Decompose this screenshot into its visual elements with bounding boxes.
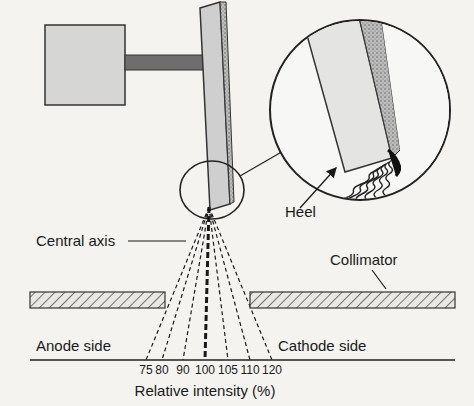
scale-number: 100 [195, 364, 215, 377]
focal-region-circle [180, 161, 244, 219]
collimator-leader [372, 270, 386, 289]
tube-housing [45, 25, 125, 105]
x-ray-wave [322, 170, 377, 219]
part-label: Heel [285, 204, 316, 221]
focal-spot [388, 150, 400, 176]
zoom-leader [240, 150, 285, 176]
scale-number: 75 [139, 364, 152, 377]
heel-leader [300, 168, 336, 208]
scale-number: 120 [262, 364, 282, 377]
axis-leader [128, 240, 186, 241]
beam-line [209, 207, 250, 360]
beam-lines [146, 207, 272, 360]
axis-label: Central axis [36, 233, 115, 250]
x-ray-wave [345, 166, 383, 215]
beam-line [146, 207, 209, 360]
collimator-right [250, 292, 455, 308]
side-label: Cathode side [278, 338, 366, 355]
anode-stem [125, 55, 205, 70]
scale-number: 105 [218, 364, 238, 377]
intensity-baseline [30, 359, 455, 361]
beam-line [209, 207, 272, 360]
beam-line [183, 207, 209, 360]
collimator-left [30, 292, 165, 308]
anode-target [220, 2, 234, 204]
axis-title: Relative intensity (%) [135, 383, 276, 400]
central-axis-line [205, 207, 209, 360]
scale-number: 80 [155, 364, 168, 377]
beam-line [162, 207, 209, 360]
part-label: Collimator [330, 252, 398, 269]
x-ray-wave [357, 164, 386, 213]
x-ray-waves [322, 160, 393, 219]
x-ray-wave [334, 168, 380, 217]
side-label: Anode side [36, 338, 111, 355]
scale-number: 110 [240, 364, 259, 377]
scale-number: 90 [176, 364, 189, 377]
